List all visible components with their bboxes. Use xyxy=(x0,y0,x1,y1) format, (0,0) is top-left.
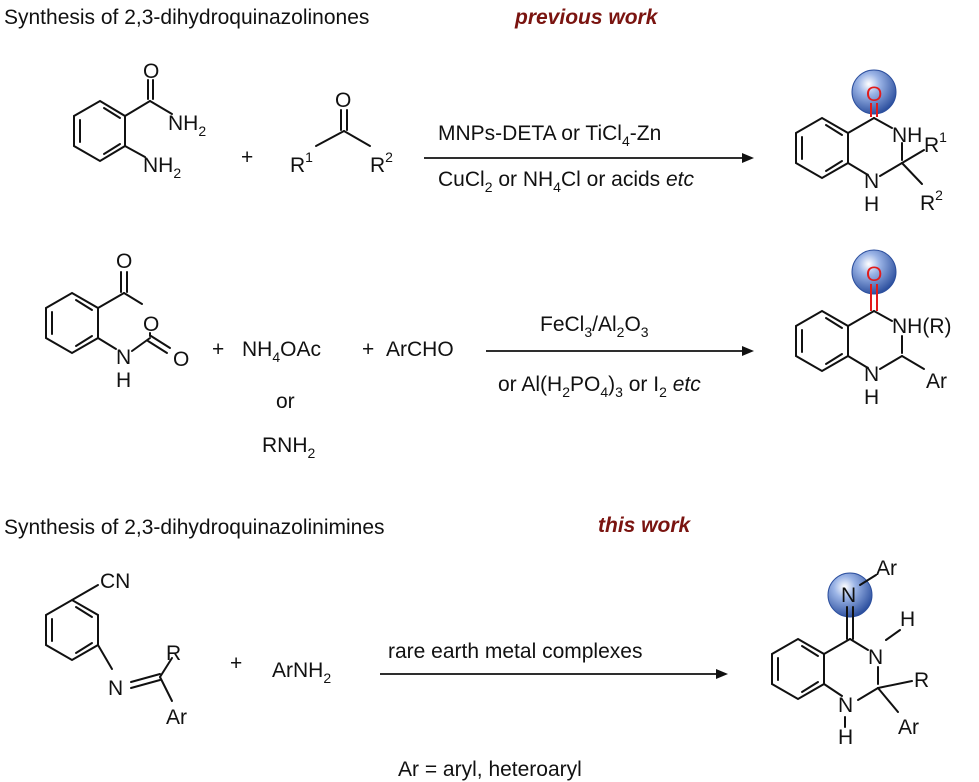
svg-text:O: O xyxy=(335,89,351,112)
structure-cyanophenyl-imine: CN N R Ar xyxy=(45,570,187,729)
reaction3-reagent: rare earth metal complexes xyxy=(388,640,642,663)
svg-text:NH2: NH2 xyxy=(143,154,181,181)
reaction2-reagent-bottom: or Al(H2PO4)3 or I2 etc xyxy=(498,373,701,400)
structure-2-aminobenzamide: O NH2 NH2 xyxy=(73,60,206,181)
this-work-title: Synthesis of 2,3-dihydroquinazolinimines xyxy=(4,516,385,539)
svg-text:H: H xyxy=(900,608,915,631)
svg-text:R1: R1 xyxy=(924,129,947,157)
reagent-arnh2: ArNH2 xyxy=(272,659,331,686)
amine-alt-rnh2: RNH2 xyxy=(262,434,316,461)
svg-text:R1: R1 xyxy=(290,149,313,177)
svg-text:Ar: Ar xyxy=(898,716,919,739)
previous-work-title: Synthesis of 2,3-dihydroquinazolinones xyxy=(4,6,369,29)
svg-text:R2: R2 xyxy=(370,149,393,177)
svg-text:R: R xyxy=(166,642,181,665)
svg-text:R: R xyxy=(914,669,929,692)
amine-alt-or: or xyxy=(276,390,295,413)
svg-text:O: O xyxy=(143,313,159,336)
svg-text:NH2: NH2 xyxy=(168,112,206,139)
svg-text:H: H xyxy=(864,193,879,216)
structure-ketone: O R1 R2 xyxy=(290,89,393,177)
svg-text:N: N xyxy=(841,584,856,607)
svg-text:N: N xyxy=(864,170,879,193)
svg-text:+: + xyxy=(241,146,253,169)
svg-text:+: + xyxy=(212,338,224,361)
svg-text:O: O xyxy=(116,250,132,273)
svg-text:N: N xyxy=(864,363,879,386)
svg-text:+: + xyxy=(230,652,242,675)
reaction1-reagent-top: MNPs-DETA or TiCl4-Zn xyxy=(438,122,661,149)
svg-text:N: N xyxy=(108,677,123,700)
previous-work-tag: previous work xyxy=(514,6,659,29)
structure-dihydroquinazolinone-2: O NH(R) N H Ar xyxy=(795,249,951,409)
reagent-ammonium-acetate: NH4OAc xyxy=(242,338,321,365)
structure-dihydroquinazolinimine: N Ar H N N H R Ar xyxy=(771,557,929,749)
svg-text:NH: NH xyxy=(892,124,922,147)
svg-text:Ar: Ar xyxy=(166,706,187,729)
highlight-ball-carbonyl-2 xyxy=(851,249,897,295)
svg-text:+: + xyxy=(362,338,374,361)
svg-text:H: H xyxy=(838,726,853,749)
reaction2-reagent-top: FeCl3/Al2O3 xyxy=(540,313,649,340)
structure-dihydroquinazolinone-1: O NH N H R1 R2 xyxy=(795,69,947,216)
svg-text:N: N xyxy=(838,694,853,717)
svg-text:H: H xyxy=(864,386,879,409)
svg-text:O: O xyxy=(173,348,189,371)
reaction3-footnote: Ar = aryl, heteroaryl xyxy=(398,758,582,781)
highlight-ball-carbonyl-1 xyxy=(851,69,897,115)
svg-text:N: N xyxy=(868,646,883,669)
reaction1-reagent-bottom: CuCl2 or NH4Cl or acids etc xyxy=(438,168,695,195)
svg-text:O: O xyxy=(143,60,159,83)
svg-text:O: O xyxy=(866,83,882,106)
svg-text:N: N xyxy=(116,346,131,369)
svg-text:CN: CN xyxy=(100,570,130,593)
this-work-tag: this work xyxy=(598,514,692,537)
svg-text:Ar: Ar xyxy=(876,557,897,580)
svg-text:R2: R2 xyxy=(920,187,943,215)
svg-text:Ar: Ar xyxy=(926,370,947,393)
structure-isatoic-anhydride: O O O N H xyxy=(45,250,189,392)
svg-text:O: O xyxy=(866,263,882,286)
svg-text:NH(R): NH(R) xyxy=(892,315,951,338)
reagent-archo: ArCHO xyxy=(386,338,454,361)
svg-text:H: H xyxy=(116,369,131,392)
